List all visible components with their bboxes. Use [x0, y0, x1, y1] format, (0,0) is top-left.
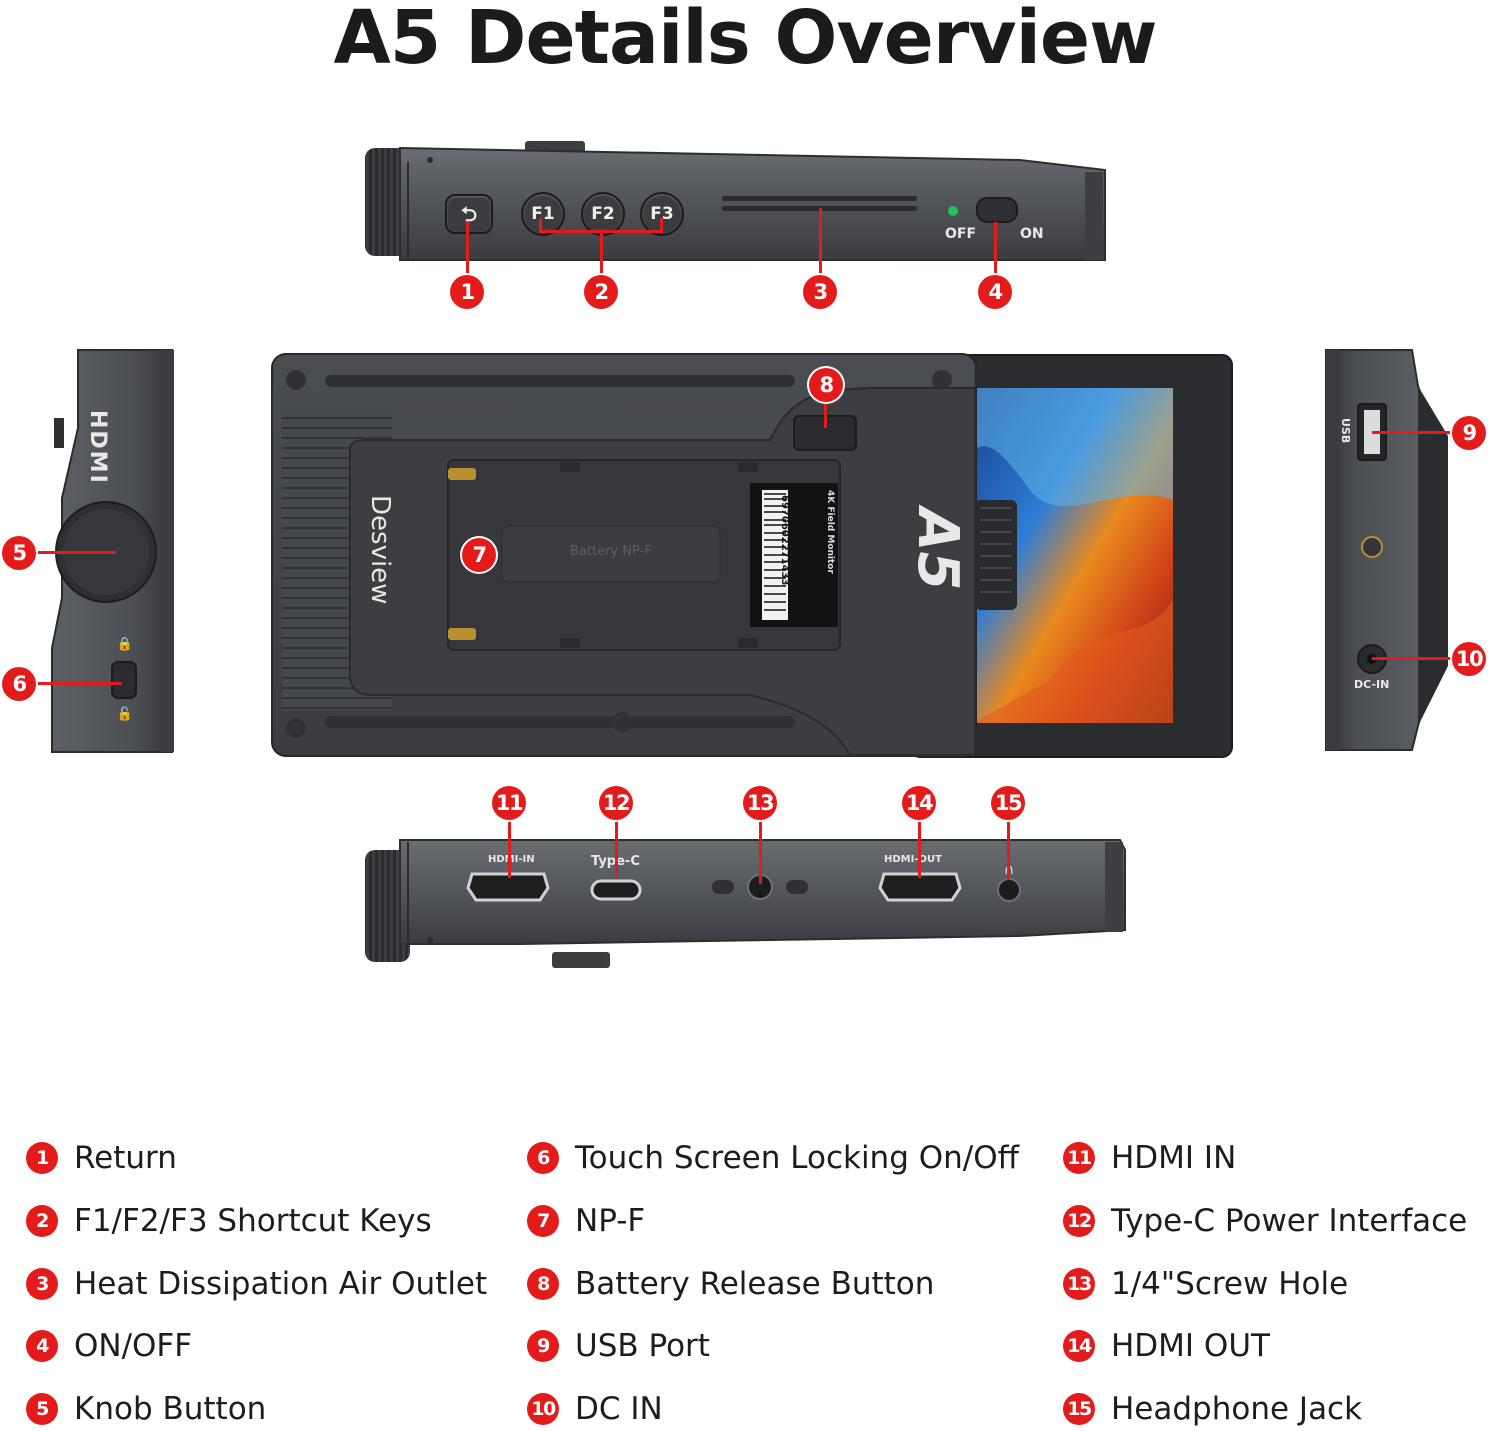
legend-badge: 5 — [26, 1393, 58, 1425]
legend-label: DC IN — [575, 1391, 663, 1427]
legend-badge: 3 — [26, 1268, 58, 1300]
off-label: OFF — [945, 226, 977, 242]
legend-badge: 14 — [1063, 1330, 1095, 1362]
legend-badge: 12 — [1063, 1205, 1095, 1237]
callout-marker-7: 7 — [462, 538, 496, 572]
legend-item: 4 ON/OFF — [26, 1324, 192, 1368]
callout-marker-8: 8 — [809, 368, 843, 402]
f1-button[interactable]: F1 — [521, 192, 565, 236]
legend-badge: 11 — [1063, 1142, 1095, 1174]
callout-marker-11: 11 — [492, 786, 526, 820]
legend-label: Touch Screen Locking On/Off — [575, 1140, 1019, 1176]
device-back-view: Desview A5 4K Field Monitor 697060227143… — [270, 350, 1235, 760]
right-view-body — [1325, 349, 1448, 751]
legend-item: 6 Touch Screen Locking On/Off — [527, 1136, 1019, 1180]
f2-button[interactable]: F2 — [581, 192, 625, 236]
callout-line-3 — [819, 208, 822, 276]
return-button[interactable]: ⮌ — [445, 194, 493, 234]
callout-line-15 — [1007, 818, 1010, 880]
dc-in-label: DC-IN — [1354, 678, 1390, 691]
legend-item: 5 Knob Button — [26, 1387, 266, 1431]
callout-line-12 — [615, 818, 618, 878]
barcode-number: 6970602271433 — [779, 495, 790, 586]
device-right-view: USB DC-IN — [1322, 346, 1452, 754]
battery-plate-text: Battery NP-F — [570, 544, 652, 559]
legend-badge: 2 — [26, 1205, 58, 1237]
legend-label: HDMI IN — [1111, 1140, 1237, 1176]
legend-item: 7 NP-F — [527, 1199, 645, 1243]
legend-badge: 7 — [527, 1205, 559, 1237]
legend-item: 1 Return — [26, 1136, 177, 1180]
legend-item: 9 USB Port — [527, 1324, 710, 1368]
callout-line-8 — [824, 400, 827, 428]
legend-label: Headphone Jack — [1111, 1391, 1363, 1427]
callout-marker-3: 3 — [803, 275, 837, 309]
legend-badge: 8 — [527, 1268, 559, 1300]
hdmi-in-label: HDMI-IN — [488, 854, 535, 865]
page-title: A5 Details Overview — [333, 0, 1158, 81]
legend-badge: 15 — [1063, 1393, 1095, 1425]
callout-line-10 — [1372, 657, 1452, 660]
callout-marker-12: 12 — [599, 786, 633, 820]
legend-label: F1/F2/F3 Shortcut Keys — [74, 1203, 432, 1239]
legend-badge: 10 — [527, 1393, 559, 1425]
callout-marker-5: 5 — [2, 536, 36, 570]
hdmi-out-label: HDMI-OUT — [884, 854, 942, 865]
svg-text:🔓: 🔓 — [117, 706, 133, 722]
callout-marker-9: 9 — [1452, 416, 1486, 450]
legend-badge: 4 — [26, 1330, 58, 1362]
callout-marker-14: 14 — [902, 786, 936, 820]
callout-line-5 — [22, 551, 116, 554]
model-logo: A5 — [905, 508, 970, 591]
back-view-body — [271, 353, 1233, 758]
callout-line-1 — [466, 222, 469, 276]
callout-line-11 — [508, 818, 511, 878]
device-bottom-view: ∩ HDMI-IN Type-C HDMI-OUT — [360, 832, 1130, 972]
callout-marker-15: 15 — [991, 786, 1025, 820]
hdmi-logo-side: HDMI — [85, 410, 110, 485]
callout-marker-6: 6 — [2, 667, 36, 701]
legend-badge: 1 — [26, 1142, 58, 1174]
legend-label: Battery Release Button — [575, 1266, 935, 1302]
legend-item: 13 1/4"Screw Hole — [1063, 1262, 1348, 1306]
legend-label: Type-C Power Interface — [1111, 1203, 1468, 1239]
legend-badge: 9 — [527, 1330, 559, 1362]
legend-badge: 13 — [1063, 1268, 1095, 1300]
legend-item: 12 Type-C Power Interface — [1063, 1199, 1467, 1243]
product-label: 4K Field Monitor — [825, 490, 835, 574]
callout-line-9 — [1372, 431, 1452, 434]
device-top-view: ⮌ F1 F2 F3 OFF ON — [360, 138, 1110, 268]
legend-label: NP-F — [575, 1203, 646, 1239]
legend-label: Return — [74, 1140, 177, 1176]
legend-label: Knob Button — [74, 1391, 267, 1427]
legend-item: 3 Heat Dissipation Air Outlet — [26, 1262, 487, 1306]
callout-marker-2: 2 — [584, 275, 618, 309]
on-label: ON — [1020, 226, 1044, 242]
legend-badge: 6 — [527, 1142, 559, 1174]
legend-item: 2 F1/F2/F3 Shortcut Keys — [26, 1199, 432, 1243]
legend-item: 15 Headphone Jack — [1063, 1387, 1362, 1431]
callout-line-13 — [759, 818, 762, 884]
legend-label: HDMI OUT — [1111, 1328, 1270, 1364]
callout-line-6 — [22, 682, 122, 685]
legend-item: 14 HDMI OUT — [1063, 1324, 1270, 1368]
legend-label: Heat Dissipation Air Outlet — [74, 1266, 488, 1302]
brand-logo: Desview — [365, 495, 395, 605]
legend-item: 10 DC IN — [527, 1387, 663, 1431]
legend-label: ON/OFF — [74, 1328, 193, 1364]
callout-marker-4: 4 — [978, 275, 1012, 309]
callout-marker-1: 1 — [450, 275, 484, 309]
callout-line-4 — [994, 222, 997, 276]
legend-label: 1/4"Screw Hole — [1111, 1266, 1349, 1302]
legend-label: USB Port — [575, 1328, 710, 1364]
bottom-view-body: ∩ — [365, 839, 1126, 968]
legend-item: 11 HDMI IN — [1063, 1136, 1236, 1180]
callout-line-14 — [918, 818, 921, 878]
callout-marker-10: 10 — [1452, 642, 1486, 676]
svg-text:🔒: 🔒 — [117, 637, 133, 652]
legend-item: 8 Battery Release Button — [527, 1262, 934, 1306]
callout-marker-13: 13 — [743, 786, 777, 820]
usb-label: USB — [1339, 418, 1352, 444]
